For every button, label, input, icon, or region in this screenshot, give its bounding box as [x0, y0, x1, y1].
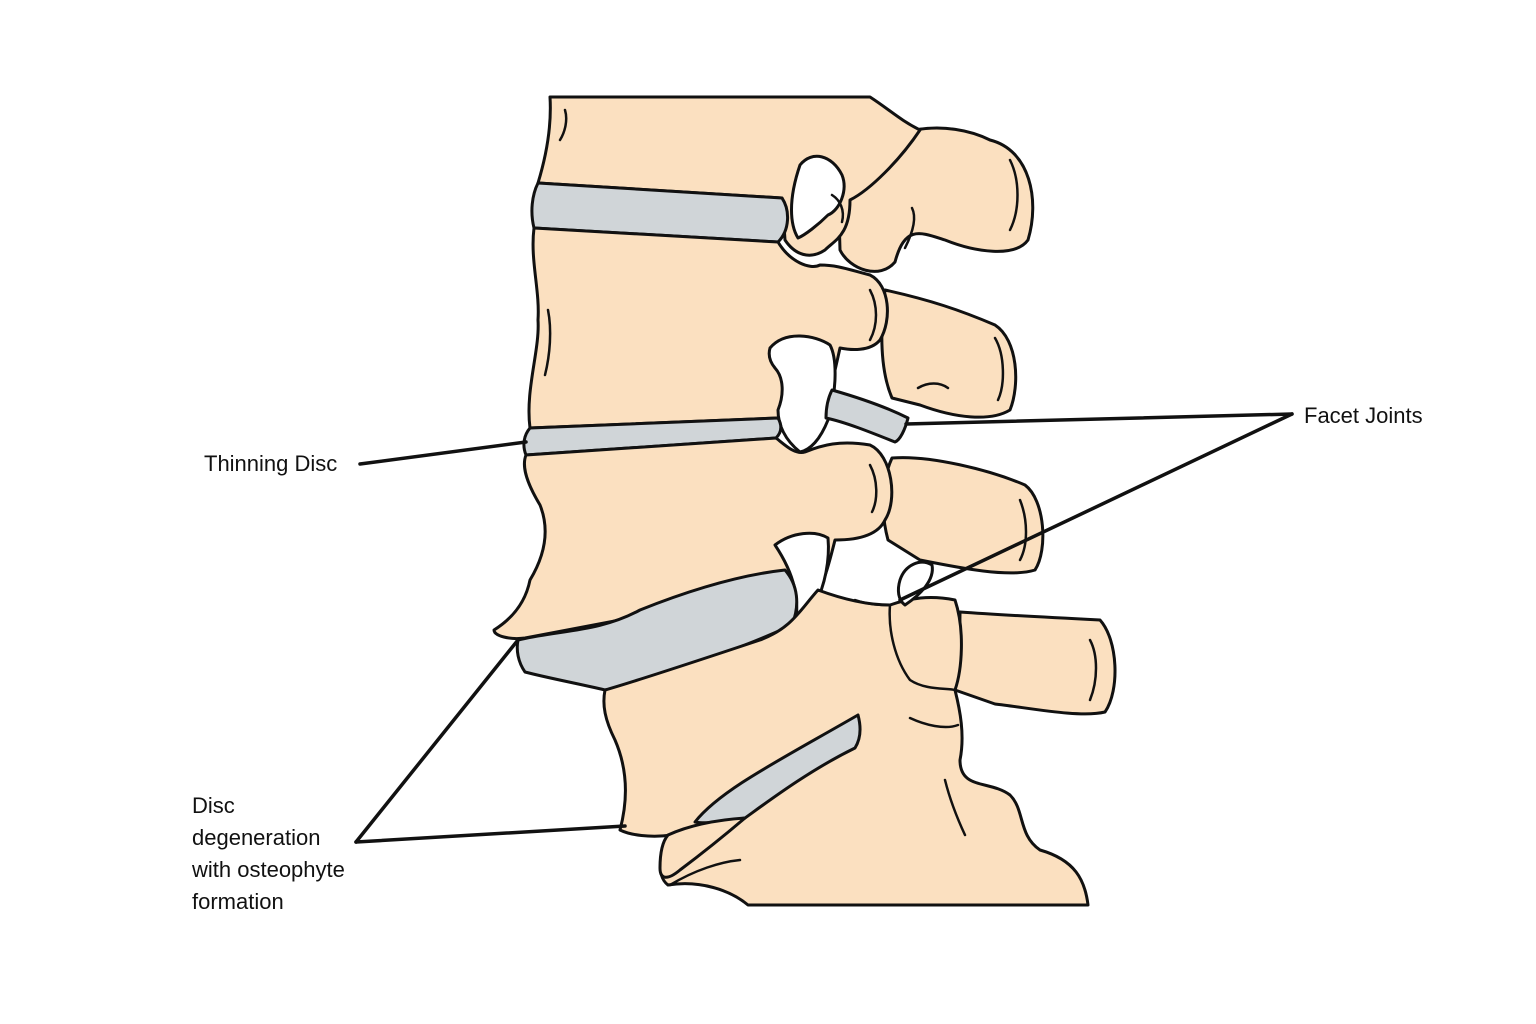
label-thinning-disc: Thinning Disc — [204, 451, 338, 476]
vertebra-2-spinous-process — [880, 288, 1018, 419]
leader-osteophyte-lower — [354, 824, 627, 844]
leader-facet-joint-lower — [898, 412, 1294, 602]
leader-thinning-disc — [358, 440, 528, 466]
label-disc-degeneration-line3: with osteophyte — [192, 857, 345, 882]
label-disc-degeneration: Disc degeneration with osteophyte format… — [192, 790, 345, 918]
facet-joint-cartilage-1 — [824, 388, 910, 444]
leader-osteophyte-upper — [354, 638, 520, 844]
vertebra-3-spinous-process — [881, 456, 1045, 575]
leader-facet-joint-upper — [904, 412, 1294, 426]
label-disc-degeneration-line4: formation — [192, 889, 284, 914]
leader-lines — [354, 412, 1294, 844]
label-disc-degeneration-line2: degeneration — [192, 825, 321, 850]
label-facet-joints: Facet Joints — [1304, 403, 1423, 428]
facet-notch-1 — [790, 154, 846, 240]
label-disc-degeneration-line1: Disc — [192, 793, 235, 818]
bone-detail-lines — [543, 108, 1098, 887]
sacrum-top — [658, 816, 747, 879]
